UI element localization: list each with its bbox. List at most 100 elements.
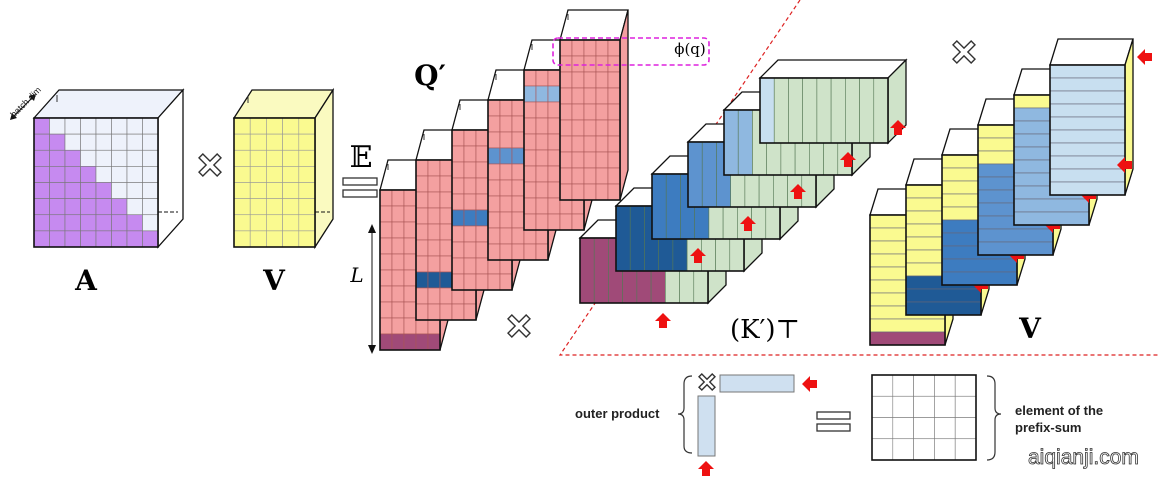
- grid-cell: [142, 133, 159, 151]
- q-slab-box: [559, 9, 629, 201]
- grid-cell: [64, 230, 81, 248]
- red-arrow-up-icon: [840, 152, 856, 167]
- grid-cell: [439, 255, 453, 273]
- grid-cell: [451, 209, 465, 227]
- grid-cell: [379, 221, 393, 239]
- grid-cell: [934, 417, 956, 440]
- red-arrow-up-icon: [698, 461, 714, 476]
- grid-cell: [583, 71, 597, 89]
- grid-cell: [298, 133, 316, 151]
- grid-cell: [607, 167, 621, 185]
- grid-cell: [249, 149, 267, 167]
- grid-cell: [391, 189, 405, 207]
- grid-cell: [439, 303, 453, 321]
- k-prime-slab: [758, 58, 908, 145]
- equals-icon: [816, 411, 851, 432]
- grid-cell: [64, 149, 81, 167]
- grid-cell: [298, 149, 316, 167]
- grid-cell: [403, 253, 417, 271]
- grid-cell: [1049, 168, 1126, 183]
- grid-cell: [859, 77, 875, 144]
- grid-cell: [523, 101, 537, 119]
- grid-cell: [651, 173, 667, 240]
- grid-cell: [80, 214, 97, 232]
- grid-cell: [451, 177, 465, 195]
- grid-cell: [403, 221, 417, 239]
- batch-dim-arrow: [11, 95, 35, 119]
- grid-cell: [403, 301, 417, 319]
- outer-product-legend: [677, 373, 1002, 476]
- grid-cell: [391, 237, 405, 255]
- equals-bar: [816, 423, 851, 432]
- grid-cell: [33, 230, 50, 248]
- grid-cell: [583, 103, 597, 121]
- grid-cell: [95, 182, 112, 199]
- grid-cell: [403, 285, 417, 303]
- grid-cell: [282, 117, 300, 135]
- grid-cell: [547, 69, 561, 87]
- grid-cell: [559, 135, 573, 153]
- grid-cell: [415, 333, 429, 351]
- grid-cell: [391, 317, 405, 335]
- q-prime-stack: [368, 9, 710, 354]
- grid-cell: [511, 243, 525, 261]
- matrix-v-right-label: V: [1018, 312, 1042, 345]
- equals-bar: [816, 411, 851, 420]
- grid-cell: [869, 318, 946, 333]
- grid-cell: [475, 209, 489, 227]
- grid-cell: [475, 257, 489, 275]
- grid-cell: [615, 205, 631, 272]
- grid-cell: [142, 182, 159, 199]
- grid-cell: [266, 166, 283, 183]
- grid-cell: [49, 230, 66, 248]
- grid-cell: [475, 145, 489, 163]
- grid-cell: [427, 207, 441, 225]
- grid-cell: [1049, 129, 1126, 144]
- grid-cell: [391, 333, 405, 351]
- grid-cell: [439, 159, 453, 177]
- v-prefix-stack: [869, 38, 1152, 346]
- grid-cell: [233, 214, 251, 232]
- grid-cell: [415, 207, 429, 225]
- grid-cell: [266, 133, 283, 151]
- grid-cell: [111, 198, 128, 216]
- grid-cell: [487, 115, 501, 133]
- multiply-icon: [698, 373, 716, 391]
- grid-cell: [49, 117, 66, 135]
- grid-cell: [142, 214, 159, 232]
- grid-cell: [871, 417, 894, 440]
- grid-cell: [723, 109, 739, 176]
- grid-cell: [142, 166, 159, 183]
- grid-cell: [499, 273, 513, 291]
- grid-cell: [977, 241, 1054, 256]
- grid-cell: [934, 438, 956, 461]
- grid-cell: [629, 205, 645, 272]
- grid-cell: [559, 103, 573, 121]
- grid-cell: [547, 149, 561, 167]
- red-arrow-up-icon: [790, 184, 806, 199]
- grid-cell: [49, 166, 66, 183]
- q-slab-grid: [559, 39, 621, 201]
- grid-cell: [559, 55, 573, 73]
- grid-cell: [142, 117, 159, 135]
- grid-cell: [487, 195, 501, 213]
- grid-cell: [547, 165, 561, 183]
- grid-cell: [487, 273, 501, 291]
- grid-cell: [33, 149, 50, 167]
- grid-cell: [379, 189, 393, 207]
- phi-q-label: ϕ(q): [674, 40, 706, 58]
- grid-cell: [511, 147, 525, 165]
- grid-cell: [535, 133, 549, 151]
- box-top-face: [559, 9, 629, 41]
- grid-cell: [571, 71, 585, 89]
- grid-cell: [142, 230, 159, 248]
- grid-cell: [111, 117, 128, 135]
- grid-cell: [559, 119, 573, 137]
- grid-cell: [559, 151, 573, 169]
- grid-cell: [869, 331, 946, 346]
- grid-cell: [499, 211, 513, 229]
- grid-cell: [499, 147, 513, 165]
- grid-cell: [607, 135, 621, 153]
- left-brace: [677, 375, 693, 454]
- grid-cell: [95, 166, 112, 183]
